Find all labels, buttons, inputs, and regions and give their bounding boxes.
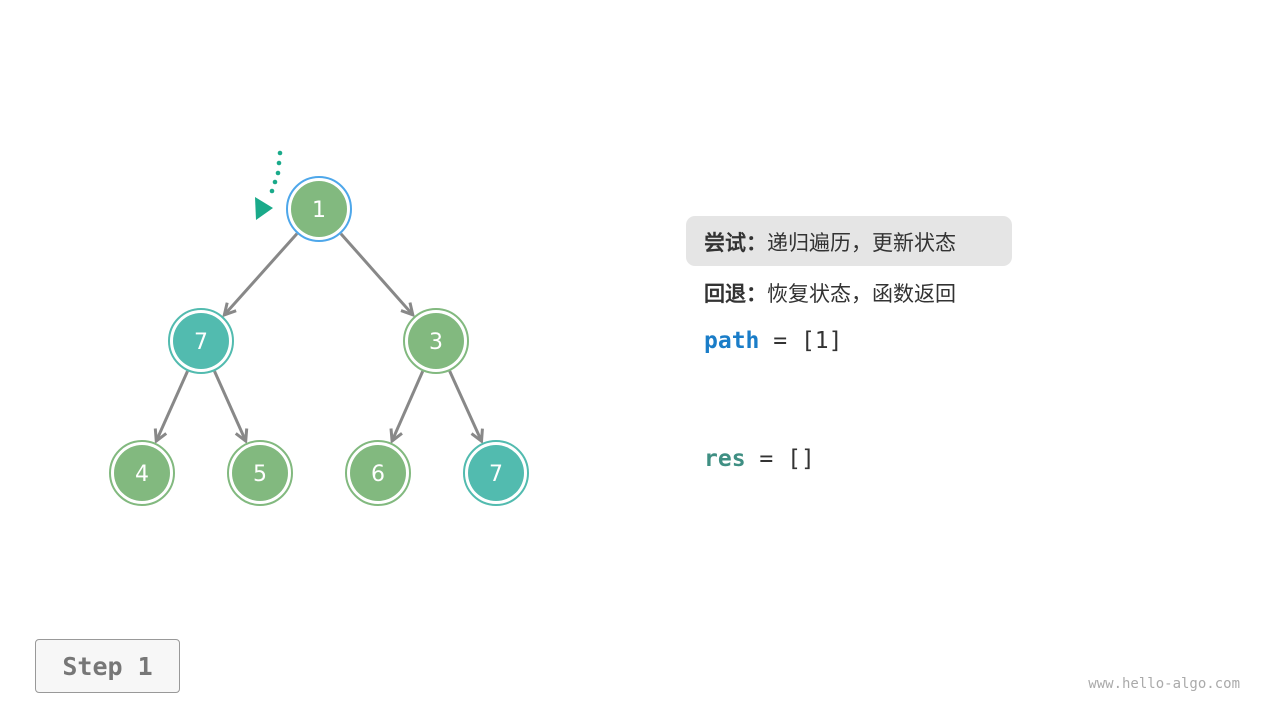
tree-edge	[339, 232, 414, 316]
try-label: 尝试：	[704, 231, 767, 255]
node-circle	[291, 181, 347, 237]
back-label: 回退：	[704, 282, 767, 306]
res-eq: =	[745, 446, 788, 472]
node-value: 1	[312, 198, 326, 223]
pointer-dot	[277, 150, 283, 156]
tree-node: 1	[286, 176, 352, 242]
edge-arrowhead	[389, 428, 403, 444]
node-circle	[114, 445, 170, 501]
res-line: res = []	[704, 446, 815, 472]
edge-arrowhead	[400, 302, 415, 318]
node-value: 3	[429, 330, 443, 355]
path-value: [1]	[800, 328, 843, 354]
pointer-dot	[275, 170, 281, 176]
tree-node: 3	[403, 308, 469, 374]
path-eq: =	[759, 328, 801, 354]
node-circle	[408, 313, 464, 369]
tree-node: 6	[345, 440, 411, 506]
tree-edge	[448, 370, 483, 442]
tree-edge	[213, 370, 248, 442]
edge-arrowhead	[153, 428, 168, 444]
node-value: 7	[194, 330, 208, 355]
pointer-arrow-icon	[255, 197, 273, 220]
res-value: []	[787, 446, 815, 472]
node-circle	[468, 445, 524, 501]
node-circle	[350, 445, 406, 501]
node-circle	[173, 313, 229, 369]
edge-arrowhead	[234, 428, 249, 444]
tree-node: 7	[463, 440, 529, 506]
current-step-highlight	[686, 216, 1012, 266]
edge-arrowhead	[470, 428, 484, 444]
try-text: 递归遍历，更新状态	[767, 231, 956, 255]
pointer-dot	[276, 160, 282, 166]
node-value: 4	[135, 462, 149, 487]
node-circle	[232, 445, 288, 501]
tree-edge	[154, 370, 189, 442]
path-name: path	[704, 328, 760, 354]
tree-edge	[390, 370, 425, 442]
node-value: 5	[253, 462, 267, 487]
tree-node: 7	[168, 308, 234, 374]
tree-node: 5	[227, 440, 293, 506]
tree-node: 4	[109, 440, 175, 506]
watermark: www.hello-algo.com	[1088, 676, 1240, 692]
back-text: 恢复状态，函数返回	[767, 282, 956, 306]
node-value: 6	[371, 462, 385, 487]
step-button[interactable]: Step 1	[35, 639, 180, 693]
edge-arrowhead	[222, 302, 237, 318]
node-value: 7	[489, 462, 503, 487]
pointer-dot	[269, 188, 275, 194]
res-name: res	[704, 446, 746, 472]
backtrack-line: 回退：恢复状态，函数返回	[704, 278, 956, 308]
try-line: 尝试：递归遍历，更新状态	[704, 227, 956, 257]
tree-edge	[223, 232, 299, 316]
path-line: path = [1]	[704, 328, 842, 354]
pointer-dot	[272, 179, 278, 185]
